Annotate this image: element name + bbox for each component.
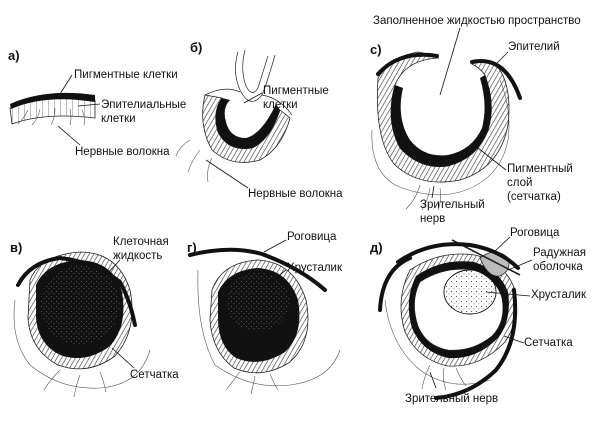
leader-c-pigment-layer xyxy=(477,147,507,171)
panel-b: б) Пигментные клетки Нервные волокна xyxy=(175,40,343,200)
leader-b-pigment xyxy=(243,92,263,104)
panel-a-letter: а) xyxy=(8,48,20,63)
leader-c-fluid xyxy=(439,27,461,96)
label-b-nerve-fibers: Нервные волокна xyxy=(248,188,343,200)
panel-b-letter: б) xyxy=(190,40,202,55)
panel-c: с) Заполненное жидкостью пространство Эп… xyxy=(370,15,581,225)
closed-eye-drawing xyxy=(13,251,151,398)
leader-b-nerve xyxy=(205,159,249,189)
leader-d-cornea xyxy=(493,236,511,253)
label-a-cells: клетки xyxy=(101,113,136,125)
flat-eyespot-drawing xyxy=(9,92,96,126)
label-d-lens: Хрусталик xyxy=(531,289,587,301)
panel-d: д) Роговица Радужная оболочка Хрусталик … xyxy=(370,227,587,405)
leader-a-pigment xyxy=(59,74,73,95)
label-v-retina: Сетчатка xyxy=(130,369,179,381)
leader-d-iris xyxy=(507,259,533,271)
label-a-pigment-cells: Пигментные клетки xyxy=(74,69,178,81)
label-d-optic-nerve: Зрительный нерв xyxy=(405,393,498,405)
label-v-cellular: Клеточная xyxy=(113,236,169,248)
leader-v-fluid xyxy=(91,259,121,291)
label-b-pigment: Пигментные xyxy=(263,85,329,97)
label-c-nerve: нерв xyxy=(420,213,445,225)
leader-a-epithelial xyxy=(77,103,101,107)
cup-eye-drawing xyxy=(175,49,293,183)
label-g-cornea: Роговица xyxy=(287,231,337,243)
label-d-iris-membrane: оболочка xyxy=(533,261,583,273)
label-c-fluid-space: Заполненное жидкостью пространство xyxy=(373,15,581,27)
pinhole-eye-drawing xyxy=(371,51,522,211)
label-b-cells: клетки xyxy=(263,99,298,111)
leader-g-cornea xyxy=(263,239,287,253)
panel-v-letter: в) xyxy=(10,240,22,255)
label-c-retina: (сетчатка) xyxy=(507,191,561,203)
panel-g: г) Роговица Хрусталик xyxy=(187,231,343,395)
label-d-retina: Сетчатка xyxy=(524,337,573,349)
label-c-optic: Зрительный xyxy=(420,199,485,211)
label-a-nerve-fibers: Нервные волокна xyxy=(75,146,170,158)
label-c-layer: слой xyxy=(507,177,532,189)
label-v-fluid: жидкость xyxy=(113,250,162,262)
human-eye-drawing xyxy=(378,239,521,400)
leader-c-epithelium xyxy=(495,51,509,65)
leader-v-retina xyxy=(111,347,135,369)
panel-v: в) Клеточная жидкость Сетчатка xyxy=(10,236,179,398)
label-a-epithelial: Эпителиальные xyxy=(101,99,186,111)
leader-a-nerve xyxy=(57,125,81,146)
label-d-iris: Радужная xyxy=(533,247,586,259)
panel-c-letter: с) xyxy=(370,42,382,57)
leader-d-optic-nerve xyxy=(429,371,437,389)
leader-c-optic-nerve xyxy=(431,185,435,199)
label-c-epithelium: Эпителий xyxy=(508,41,560,53)
label-d-cornea: Роговица xyxy=(510,227,560,239)
leader-d-retina xyxy=(503,335,525,344)
label-g-lens: Хрусталик xyxy=(287,262,343,274)
panel-g-letter: г) xyxy=(187,240,197,255)
panel-a: а) Пигментные клетки Эпителиальные клетк… xyxy=(8,48,186,158)
leader-d-lens xyxy=(485,291,531,297)
lens-eye-drawing xyxy=(188,247,341,395)
leader-g-lens xyxy=(267,269,287,285)
label-c-pigment: Пигментный xyxy=(507,163,573,175)
panel-d-letter: д) xyxy=(370,240,383,255)
